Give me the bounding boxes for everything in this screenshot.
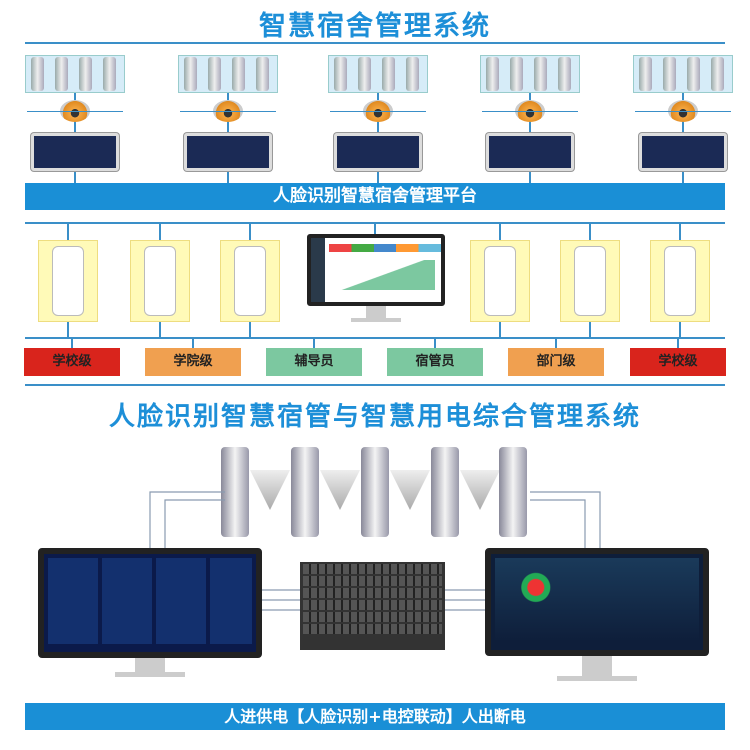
turnstile-icon (361, 447, 389, 537)
desktop-monitor (307, 234, 445, 326)
gate-icon (663, 57, 676, 91)
turnstile-icon (221, 447, 249, 537)
mobile-app-panel (130, 240, 190, 322)
mobile-app-panel (650, 240, 710, 322)
gate-icon (358, 57, 371, 91)
gate-icon (334, 57, 347, 91)
face-terminal-screen (334, 133, 422, 171)
phone-icon (52, 246, 84, 316)
role-2: 辅导员 (266, 348, 362, 376)
server-rack (300, 562, 445, 650)
gate-icon (184, 57, 197, 91)
face-terminal-screen (486, 133, 574, 171)
gate-icon (208, 57, 221, 91)
role-5: 学校级 (630, 348, 726, 376)
gate-icon (510, 57, 523, 91)
mobile-app-panel (560, 240, 620, 322)
gate-icon (382, 57, 395, 91)
phone-icon (144, 246, 176, 316)
gate-icon (256, 57, 269, 91)
role-3: 宿管员 (387, 348, 483, 376)
divider (25, 384, 725, 386)
top-title: 智慧宿舍管理系统 (259, 11, 491, 42)
bottom-bar: 人进供电【人脸识别+电控联动】人出断电 (25, 703, 725, 730)
gate-icon (31, 57, 44, 91)
phone-icon (484, 246, 516, 316)
phone-icon (664, 246, 696, 316)
gate-icon (558, 57, 571, 91)
gate-icon (687, 57, 700, 91)
turnstile-icon (431, 447, 459, 537)
gate-icon (711, 57, 724, 91)
platform-bar: 人脸识别智慧宿舍管理平台 (25, 183, 725, 210)
mobile-app-panel (470, 240, 530, 322)
gate-icon (79, 57, 92, 91)
gate-icon (55, 57, 68, 91)
role-1: 学院级 (145, 348, 241, 376)
gate-icon (486, 57, 499, 91)
turnstile-icon (499, 447, 527, 537)
dashboard-screen (38, 548, 262, 658)
gate-icon (232, 57, 245, 91)
mobile-app-panel (38, 240, 98, 322)
phone-icon (574, 246, 606, 316)
gate-icon (639, 57, 652, 91)
face-terminal-screen (639, 133, 727, 171)
mobile-app-panel (220, 240, 280, 322)
turnstile-icon (291, 447, 319, 537)
gate-icon (103, 57, 116, 91)
left-dashboard-monitor (38, 548, 262, 677)
divider (25, 42, 725, 44)
role-0: 学校级 (24, 348, 120, 376)
role-4: 部门级 (508, 348, 604, 376)
divider (25, 337, 725, 339)
bottom-title: 人脸识别智慧宿管与智慧用电综合管理系统 (108, 402, 641, 432)
dashboard-screen (485, 548, 709, 656)
face-terminal-screen (31, 133, 119, 171)
face-terminal-screen (184, 133, 272, 171)
right-dashboard-monitor (485, 548, 709, 688)
gate-icon (534, 57, 547, 91)
gate-icon (406, 57, 419, 91)
phone-icon (234, 246, 266, 316)
